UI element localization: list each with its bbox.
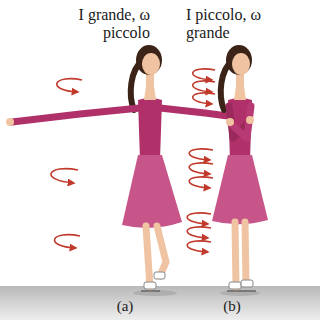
skater-arms-out	[6, 45, 250, 296]
panel-letter: (a)	[105, 298, 145, 315]
panel-letter: (b)	[212, 298, 252, 315]
caption-label: I piccolo, ω grande	[186, 6, 278, 41]
caption-label: I grande, ω piccolo	[58, 6, 150, 41]
rotation-arrows-slow	[51, 79, 82, 248]
ice-floor	[0, 286, 320, 320]
rotation-arrows-fast	[187, 69, 215, 252]
skater-arms-in	[212, 45, 268, 296]
